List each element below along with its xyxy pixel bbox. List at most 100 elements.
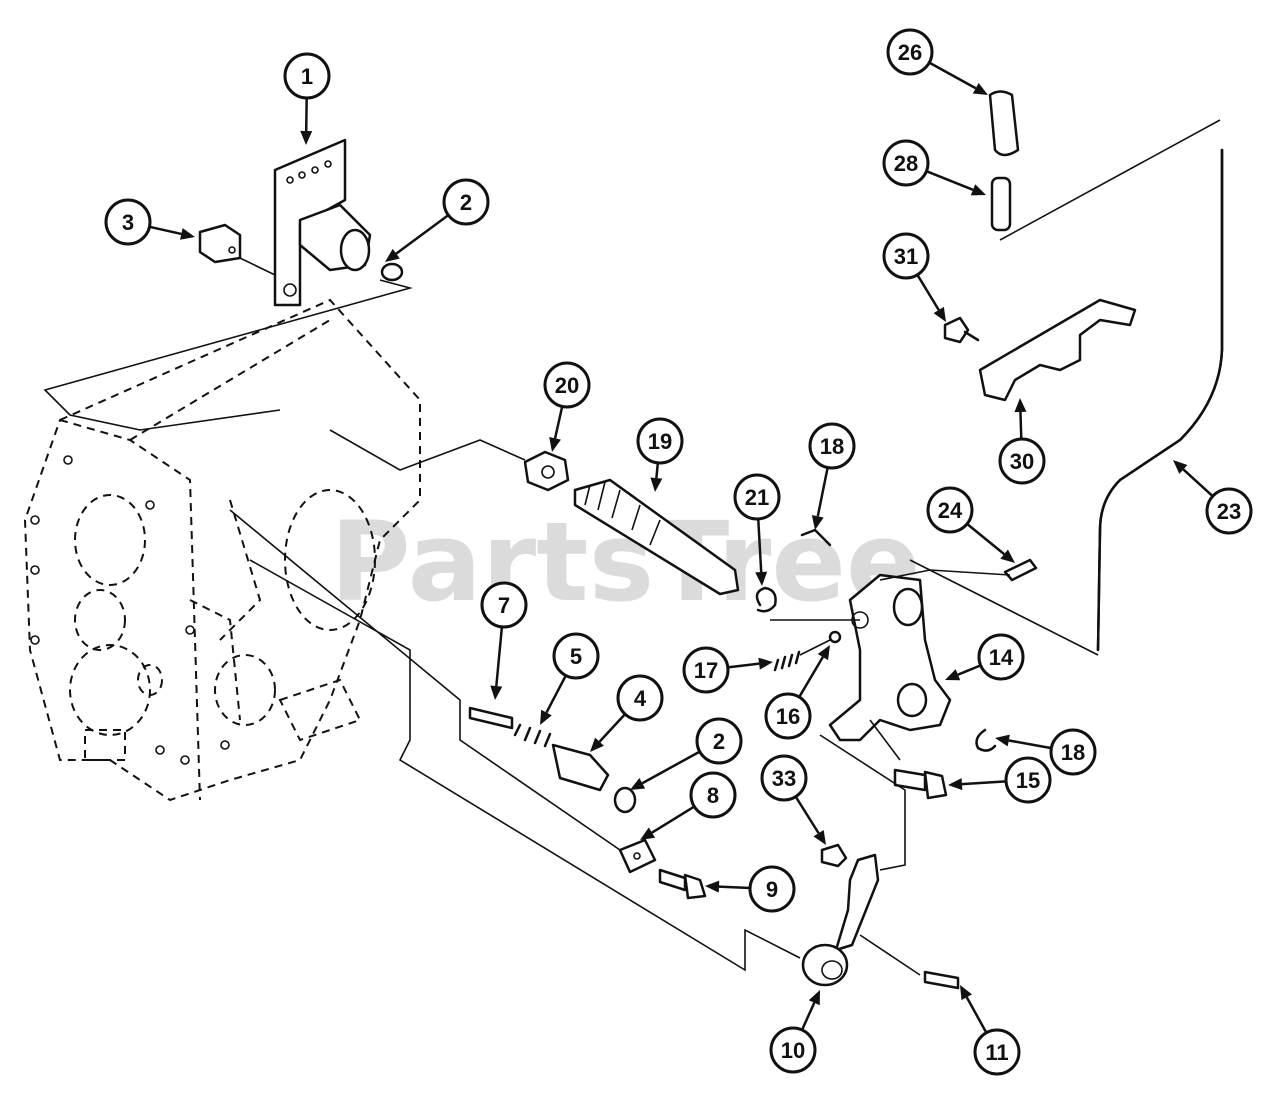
callout-arrowhead bbox=[948, 778, 963, 791]
callout-arrow-line bbox=[756, 518, 763, 573]
bolt-part-15 bbox=[893, 768, 948, 800]
callout-17: 17 bbox=[682, 646, 773, 694]
roll-pin-part-11 bbox=[923, 970, 960, 990]
callout-circle bbox=[733, 473, 781, 521]
arm-part-10 bbox=[801, 853, 880, 987]
callout-circle bbox=[882, 232, 930, 280]
callout-number: 14 bbox=[989, 645, 1014, 670]
callout-11: 24 bbox=[926, 486, 1015, 563]
callout-number: 8 bbox=[707, 783, 719, 808]
callout-circle bbox=[764, 692, 812, 740]
callout-25: 10 bbox=[769, 990, 820, 1074]
callout-arrow-line bbox=[727, 662, 760, 669]
bracket-part-30 bbox=[978, 298, 1137, 402]
callout-arrow-line bbox=[655, 462, 660, 479]
callout-arrow-line bbox=[798, 656, 824, 698]
callout-5: 31 bbox=[882, 232, 946, 322]
callout-24: 15 bbox=[948, 756, 1052, 804]
transmission-housing bbox=[23, 298, 421, 802]
spring-part-17 bbox=[773, 650, 801, 672]
callout-arrow-line bbox=[957, 664, 982, 676]
ball-part-16 bbox=[828, 630, 842, 644]
plate-part-8 bbox=[618, 838, 657, 874]
shift-plate-part-1 bbox=[273, 138, 372, 307]
callout-arrow-line bbox=[641, 750, 701, 785]
callout-circle bbox=[998, 437, 1046, 485]
callout-arrow-line bbox=[925, 170, 974, 191]
callout-circle bbox=[695, 717, 743, 765]
callout-circle bbox=[760, 754, 808, 802]
callout-16: 2 bbox=[630, 717, 743, 790]
callout-circle bbox=[977, 633, 1025, 681]
callout-arrowhead bbox=[540, 709, 552, 725]
callout-circle bbox=[748, 865, 796, 913]
nut-part-33 bbox=[820, 843, 848, 868]
callout-number: 16 bbox=[776, 704, 800, 729]
callout-number: 28 bbox=[894, 151, 918, 176]
nut-part-20 bbox=[523, 450, 570, 492]
callout-23: 9 bbox=[705, 865, 796, 913]
callout-2: 3 bbox=[104, 198, 195, 246]
pin-part-24 bbox=[1003, 558, 1038, 582]
knob-part-26 bbox=[988, 90, 1020, 157]
callout-13: 7 bbox=[480, 581, 528, 700]
callout-number: 4 bbox=[634, 686, 647, 711]
callout-circle bbox=[636, 417, 684, 465]
callout-arrow-line bbox=[1019, 411, 1023, 440]
callout-arrow-line bbox=[718, 885, 751, 890]
callout-arrow-line bbox=[966, 522, 1005, 556]
callout-number: 3 bbox=[122, 210, 134, 235]
callout-arrowhead bbox=[1000, 549, 1015, 563]
callout-arrowhead bbox=[808, 990, 820, 1006]
callout-3: 26 bbox=[886, 28, 988, 95]
callout-circle bbox=[689, 771, 737, 819]
callout-number: 18 bbox=[820, 434, 844, 459]
sleeve-part-28 bbox=[990, 176, 1012, 232]
callout-20: 18 bbox=[995, 728, 1097, 776]
leader-line-lower bbox=[229, 429, 1011, 976]
callout-number: 15 bbox=[1016, 768, 1040, 793]
callout-arrow-line bbox=[1182, 468, 1214, 498]
callout-circle bbox=[1205, 487, 1253, 535]
bolt-part-9 bbox=[658, 868, 707, 900]
callout-circle bbox=[104, 198, 152, 246]
callout-number: 30 bbox=[1010, 449, 1034, 474]
callout-circle bbox=[616, 674, 664, 722]
callout-circle bbox=[769, 1026, 817, 1074]
callout-circle bbox=[1049, 728, 1097, 776]
callout-arrowhead bbox=[817, 645, 830, 661]
callout-8: 19 bbox=[636, 417, 684, 492]
callout-circle bbox=[682, 646, 730, 694]
callout-arrow-line bbox=[816, 467, 829, 517]
callout-arrow-line bbox=[965, 996, 988, 1034]
callout-arrowhead bbox=[960, 985, 973, 1001]
plunger-part-4 bbox=[551, 743, 610, 792]
o-ring-part-2-lower bbox=[613, 786, 637, 814]
callout-15: 4 bbox=[590, 674, 664, 752]
callout-number: 7 bbox=[498, 593, 510, 618]
callout-7: 20 bbox=[543, 361, 591, 452]
callout-6: 30 bbox=[998, 398, 1046, 485]
spool-part-19 bbox=[573, 478, 740, 596]
callout-number: 24 bbox=[938, 498, 963, 523]
callout-arrowhead bbox=[490, 685, 503, 700]
callout-9: 21 bbox=[733, 473, 781, 586]
callout-number: 5 bbox=[570, 644, 582, 669]
callout-arrowhead bbox=[1173, 460, 1188, 474]
callout-12: 23 bbox=[1173, 460, 1253, 535]
callout-circle bbox=[886, 28, 934, 76]
callout-22: 8 bbox=[640, 771, 737, 840]
callout-number: 11 bbox=[985, 1040, 1008, 1065]
callout-arrow-line bbox=[800, 1002, 816, 1031]
callout-circle bbox=[882, 139, 930, 187]
callout-arrowhead bbox=[758, 657, 773, 670]
detent-block-part-3 bbox=[198, 223, 242, 264]
callout-arrowhead bbox=[933, 306, 946, 322]
callout-arrowhead bbox=[1014, 398, 1027, 413]
callout-arrowhead bbox=[755, 571, 768, 586]
callout-arrowhead bbox=[549, 437, 561, 452]
callout-14: 5 bbox=[540, 632, 600, 725]
callout-arrowhead bbox=[640, 827, 656, 840]
callout-arrow-line bbox=[395, 214, 450, 255]
